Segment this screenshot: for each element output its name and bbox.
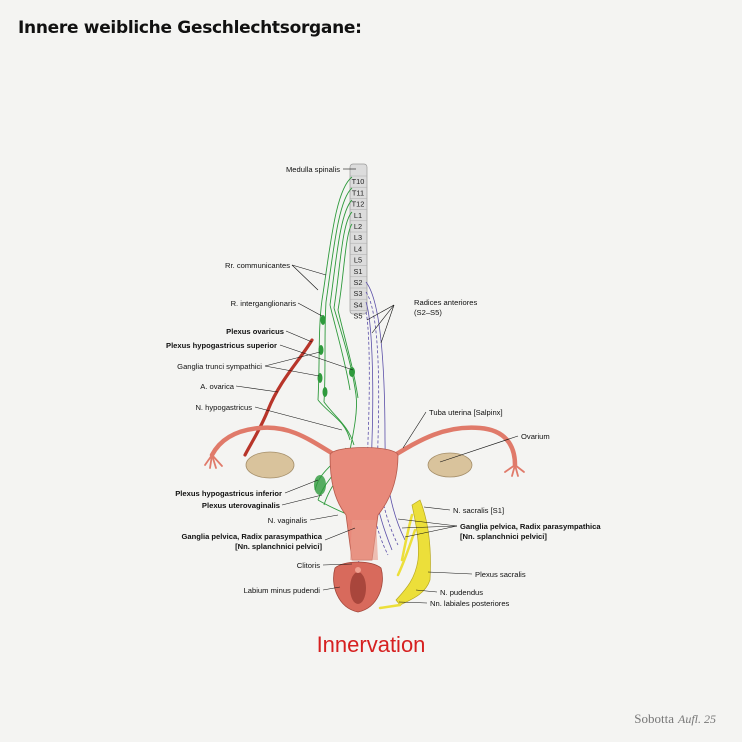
label-medulla-spinalis: Medulla spinalis (286, 165, 340, 174)
vertebra-label-l2: L2 (354, 222, 362, 231)
vertebra-label-s5: S5 (353, 312, 362, 321)
vertebra-label-s3: S3 (353, 289, 362, 298)
vertebra-label-s1: S1 (353, 267, 362, 276)
label-radices-anteriores-2: (S2–S5) (414, 308, 442, 317)
label-ganglia-pelvica-left-2: [Nn. splanchnici pelvici] (235, 542, 322, 551)
vertebra-label-l1: L1 (354, 211, 362, 220)
label-rr-communicantes: Rr. communicantes (225, 261, 290, 270)
ovarian-artery (243, 338, 314, 457)
label-ganglia-pelvica-right-2: [Nn. splanchnici pelvici] (460, 532, 547, 541)
ovary-left (245, 451, 295, 479)
credit-edition: Aufl. 25 (678, 712, 716, 726)
label-n-sacralis: N. sacralis [S1] (453, 506, 504, 515)
sacral-plexus (378, 499, 431, 610)
vertebra-label-l5: L5 (354, 256, 362, 265)
label-plexus-hypogastricus-inferior: Plexus hypogastricus inferior (175, 489, 282, 498)
label-ovarium: Ovarium (521, 432, 550, 441)
label-plexus-uterovaginalis: Plexus uterovaginalis (202, 501, 280, 510)
vertebra-label-l3: L3 (354, 233, 362, 242)
vagina (350, 520, 378, 560)
fimbriae (204, 454, 525, 477)
leader-lines (235, 168, 519, 604)
page-title: Innere weibliche Geschlechtsorgane: (18, 18, 362, 38)
label-radices-anteriores-1: Radices anteriores (414, 298, 478, 307)
parasympathetic-roots (357, 281, 406, 566)
fallopian-tubes (209, 425, 518, 468)
vertebra-label-t10: T10 (352, 177, 365, 186)
label-r-interganglionaris: R. interganglionaris (231, 299, 297, 308)
label-plexus-hypogastricus-superior: Plexus hypogastricus superior (166, 341, 277, 350)
label-n-vaginalis: N. vaginalis (268, 516, 307, 525)
vertebra-label-s4: S4 (353, 300, 362, 309)
label-nn-labiales-posteriores: Nn. labiales posteriores (430, 599, 510, 608)
uterus (329, 447, 399, 561)
label-clitoris: Clitoris (297, 561, 320, 570)
label-ganglia-pelvica-left-1: Ganglia pelvica, Radix parasympathica (181, 532, 322, 541)
vertebra-label-t11: T11 (352, 188, 364, 197)
vertebra-label-t12: T12 (352, 200, 365, 209)
vertebra-label-s2: S2 (353, 278, 362, 287)
label-plexus-ovaricus: Plexus ovaricus (226, 327, 284, 336)
sympathetic-ganglia (314, 315, 355, 495)
credit-book: Sobotta (634, 711, 674, 726)
label-tuba-uterina: Tuba uterina [Salpinx] (429, 408, 503, 417)
vulva (333, 561, 383, 613)
vertebra-label-l4: L4 (354, 244, 362, 253)
label-ganglia-trunci-sympathici: Ganglia trunci sympathici (177, 362, 262, 371)
label-n-pudendus: N. pudendus (440, 588, 483, 597)
label-a-ovarica: A. ovarica (200, 382, 235, 391)
source-credit: Sobotta Aufl. 25 (634, 711, 716, 727)
label-labium-minus-pudendi: Labium minus pudendi (244, 586, 321, 595)
ovary-right (427, 452, 473, 478)
figure-caption: Innervation (316, 632, 426, 657)
label-plexus-sacralis: Plexus sacralis (475, 570, 526, 579)
label-ganglia-pelvica-right-1: Ganglia pelvica, Radix parasympathica (460, 522, 601, 531)
label-n-hypogastricus: N. hypogastricus (195, 403, 252, 412)
